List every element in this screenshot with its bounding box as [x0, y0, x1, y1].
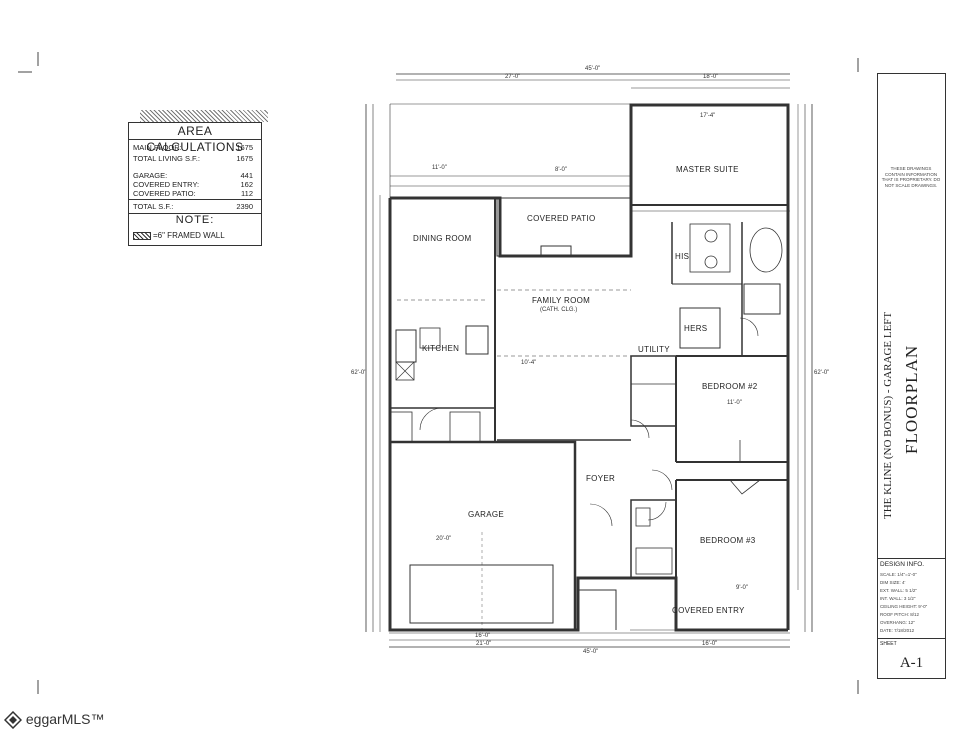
dim-patio-width: 8'-0": [555, 167, 567, 173]
area-value: 112: [241, 189, 253, 198]
design-info-item: EXT. WALL: 5 1/2": [880, 588, 917, 593]
dim-bottom-left: 21'-0": [476, 641, 492, 647]
area-label: GARAGE:: [133, 171, 168, 180]
room-garage: GARAGE: [468, 510, 505, 519]
area-label: COVERED PATIO:: [133, 189, 196, 198]
room-his: HIS: [675, 252, 690, 261]
room-kitchen: KITCHEN: [422, 344, 460, 353]
design-info-item: ROOF PITCH: 8/12: [880, 612, 920, 617]
dim-left-total: 62'-0": [351, 370, 367, 376]
area-row-covered-entry: COVERED ENTRY: 162: [133, 180, 257, 189]
area-value: 2390: [236, 202, 253, 211]
dim-right-total: 62'-0": [814, 370, 830, 376]
sheet-number: A-1: [899, 655, 924, 671]
room-utility: UTILITY: [638, 345, 670, 354]
room-family-sub: (CATH. CLG.): [540, 307, 578, 313]
dim-bedroom3-width: 9'-0": [736, 585, 748, 591]
note-legend: =6" FRAMED WALL: [133, 231, 225, 240]
area-row-garage: GARAGE: 441: [133, 171, 257, 180]
dim-family-width: 10'-4": [521, 360, 537, 366]
mls-logo-icon: [4, 711, 22, 730]
project-title: THE KLINE (NO BONUS) - GARAGE LEFT: [882, 311, 894, 519]
area-box-shadow: [140, 110, 268, 122]
area-label: MAIN FLOOR:: [133, 143, 182, 152]
design-info-title: DESIGN INFO.: [880, 561, 925, 568]
title-block: THE KLINE (NO BONUS) - GARAGE LEFT FLOOR…: [877, 73, 946, 679]
area-row-main-floor: MAIN FLOOR: 1675: [133, 143, 257, 152]
dim-top-right: 18'-0": [703, 74, 719, 80]
note-title: NOTE:: [175, 214, 215, 226]
area-value: 162: [240, 180, 253, 189]
sheet-title: FLOORPLAN: [902, 344, 921, 454]
dim-garage-depth: 20'-0": [436, 536, 452, 542]
note-text: =6" FRAMED WALL: [153, 231, 225, 240]
area-row-total-sf: TOTAL S.F.: 2390: [133, 202, 257, 211]
design-info-item: DATE: 7/18/2012: [880, 628, 915, 633]
area-value: 441: [240, 171, 253, 180]
design-info-item: CEILING HEIGHT: 9'-0": [880, 604, 928, 609]
mls-watermark: eggarMLS™: [4, 711, 105, 730]
area-divider: [129, 213, 261, 214]
room-bedroom-3: BEDROOM #3: [700, 536, 756, 545]
area-label: TOTAL LIVING S.F.:: [133, 154, 200, 163]
dim-master-width: 17'-4": [700, 113, 716, 119]
dim-top-left: 27'-0": [505, 74, 521, 80]
dim-bottom-total: 45'-0": [583, 649, 599, 655]
room-dining: DINING ROOM: [413, 234, 472, 243]
hatch-swatch-icon: [133, 231, 151, 240]
dim-garage-width: 16'-0": [475, 633, 491, 639]
sheet-label: SHEET: [880, 641, 897, 647]
design-info-item: OVERHANG: 12": [880, 620, 915, 625]
watermark-text: eggarMLS™: [25, 711, 105, 727]
disclaimer-text: THESE DRAWINGS CONTAIN INFORMATION THAT …: [881, 166, 941, 188]
room-covered-patio: COVERED PATIO: [527, 214, 596, 223]
design-info-item: SCALE: 1/4"=1'-0": [880, 572, 917, 577]
design-info-box: DESIGN INFO. SCALE: 1/4"=1'-0" DIM SIZE:…: [878, 558, 945, 639]
dim-bedroom2-width: 11'-0": [727, 400, 742, 406]
area-label: COVERED ENTRY:: [133, 180, 200, 189]
area-row-covered-patio: COVERED PATIO: 112: [133, 189, 257, 198]
design-info-item: DIM SIZE: 4': [880, 580, 906, 585]
room-covered-entry: COVERED ENTRY: [672, 606, 745, 615]
sheet-box: SHEET A-1: [878, 638, 945, 679]
area-row-total-living: TOTAL LIVING S.F.: 1675: [133, 154, 257, 163]
area-value: 1675: [236, 154, 253, 163]
dim-dining-width: 11'-0": [432, 165, 447, 171]
area-value: 1675: [236, 143, 253, 152]
area-title: AREA CALCULATIONS: [129, 123, 261, 154]
design-info-item: INT. WALL: 3 1/2": [880, 596, 916, 601]
room-master-suite: MASTER SUITE: [676, 165, 739, 174]
room-bedroom-2: BEDROOM #2: [702, 382, 758, 391]
dim-overall-top: 45'-0": [585, 66, 601, 72]
room-family: FAMILY ROOM: [532, 296, 591, 305]
area-calculations-box: AREA CALCULATIONS MAIN FLOOR: 1675 TOTAL …: [128, 122, 262, 246]
area-divider: [129, 199, 261, 200]
room-hers: HERS: [684, 324, 708, 333]
room-foyer: FOYER: [586, 474, 616, 483]
area-label: TOTAL S.F.:: [133, 202, 174, 211]
dim-bottom-right: 16'-0": [702, 641, 718, 647]
